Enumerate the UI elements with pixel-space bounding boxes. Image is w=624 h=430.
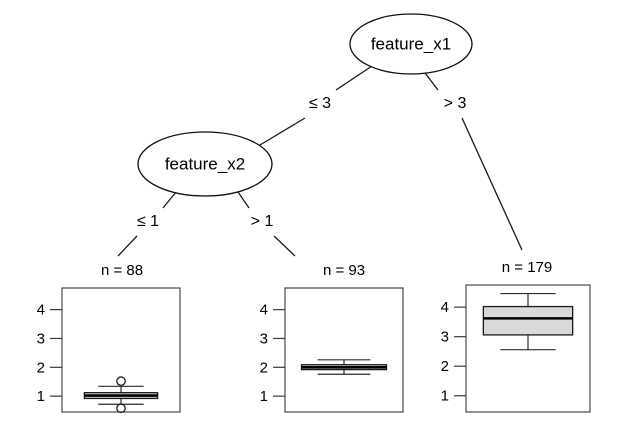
edge-label-e1: ≤ 3 bbox=[309, 95, 331, 112]
tree-edge-e3: ≤ 1 bbox=[117, 191, 177, 257]
terminal-node-title: n = 179 bbox=[502, 259, 552, 276]
terminal-node-title: n = 93 bbox=[323, 262, 365, 279]
axis-tick-label: 1 bbox=[37, 388, 45, 405]
edge-line-lower bbox=[461, 117, 523, 251]
edge-label-e4: > 1 bbox=[251, 213, 274, 230]
axis-tick-label: 2 bbox=[37, 359, 45, 376]
tree-edge-e1: ≤ 3 bbox=[254, 65, 373, 149]
axis-tick-label: 4 bbox=[37, 302, 45, 319]
edge-line-lower bbox=[273, 235, 296, 257]
axis-tick-label: 2 bbox=[441, 358, 449, 375]
axis-tick-label: 3 bbox=[37, 330, 45, 347]
axis-tick-label: 4 bbox=[441, 299, 449, 316]
edge-line-upper bbox=[237, 191, 250, 209]
edge-line-upper bbox=[162, 191, 177, 209]
edge-label-e3: ≤ 1 bbox=[137, 213, 159, 230]
node-ellipse bbox=[349, 13, 473, 75]
terminal-node-title: n = 88 bbox=[101, 262, 143, 279]
tree-node-n2[interactable]: feature_x2 bbox=[137, 131, 273, 197]
edge-line-upper bbox=[335, 65, 373, 91]
edge-line-upper bbox=[424, 72, 439, 91]
edge-label-e2: > 3 bbox=[444, 95, 467, 112]
axis-tick-label: 4 bbox=[260, 302, 268, 319]
axis-tick-label: 2 bbox=[260, 359, 268, 376]
tree-edge-e4: > 1 bbox=[237, 191, 296, 257]
boxplot-outlier bbox=[116, 403, 126, 414]
terminal-node-leaf3: n = 179 1 2 3 4 bbox=[441, 259, 591, 413]
axis-tick-label: 3 bbox=[260, 330, 268, 347]
axis-tick-label: 1 bbox=[441, 388, 449, 405]
axis-tick-label: 3 bbox=[441, 329, 449, 346]
tree-edge-e2: > 3 bbox=[424, 72, 523, 251]
edge-line-lower bbox=[254, 117, 306, 149]
boxplot-box bbox=[482, 305, 574, 336]
boxplot-outlier bbox=[116, 376, 126, 386]
terminal-node-leaf1: n = 88 1 2 3 4 bbox=[37, 262, 181, 414]
node-label: feature_x1 bbox=[371, 34, 451, 53]
axis-tick-label: 1 bbox=[260, 388, 268, 405]
tree-node-n1[interactable]: feature_x1 bbox=[349, 13, 473, 75]
boxplot-panel-frame bbox=[284, 287, 404, 413]
edge-line-lower bbox=[117, 235, 138, 257]
node-ellipse bbox=[137, 131, 273, 197]
node-label: feature_x2 bbox=[165, 154, 245, 173]
terminal-node-leaf2: n = 93 1 2 3 4 bbox=[260, 262, 404, 413]
